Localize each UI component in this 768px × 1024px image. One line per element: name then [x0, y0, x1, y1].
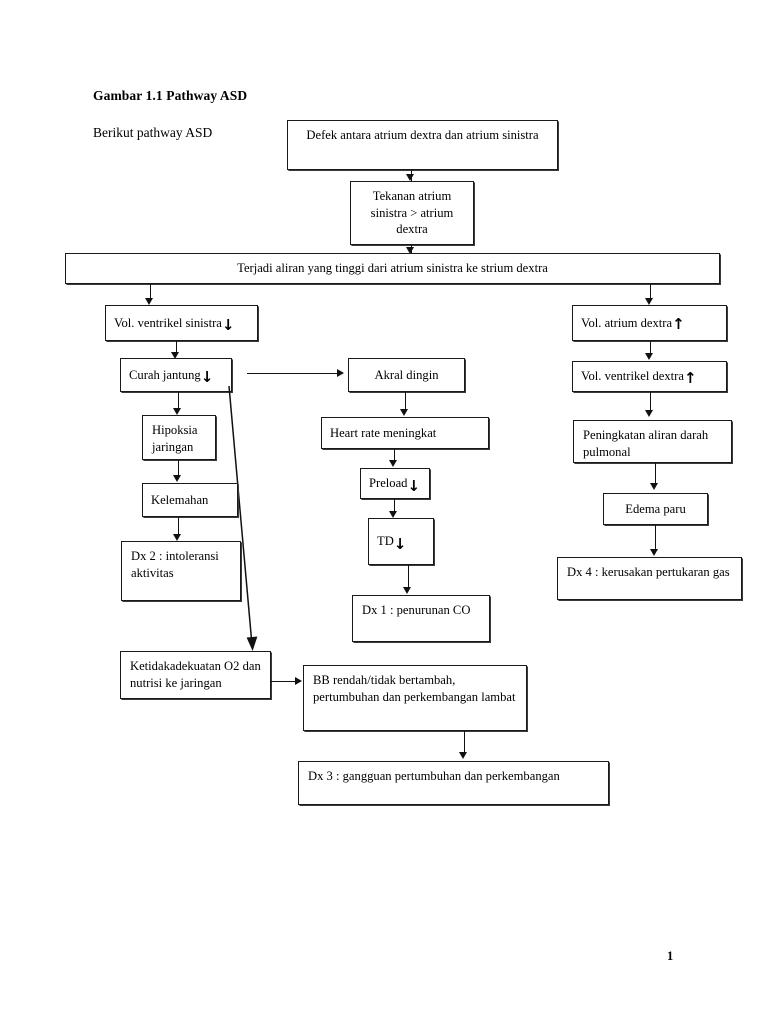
node-curah-jantung: Curah jantung ↓: [120, 358, 232, 392]
connector-kelemahan-to-dx2: [178, 517, 179, 536]
connector-aliran-to-vol-ventrikel-sinistra: [150, 284, 151, 300]
node-akral-dingin: Akral dingin: [348, 358, 465, 392]
node-vol-atrium-dextra-text: Vol. atrium dextra: [581, 315, 673, 330]
lead-text: Berikut pathway ASD: [93, 125, 213, 140]
node-edema-paru-label: Edema paru: [625, 501, 686, 516]
connector-peningkatan-to-edema: [655, 463, 656, 485]
node-vol-ventrikel-dextra-label: Vol. ventrikel dextra ↑: [581, 368, 697, 387]
arrowhead-preload-to-td: [389, 511, 397, 518]
node-ketidakadekuatan: Ketidakadekuatan O2 dan nutrisi ke jarin…: [120, 651, 271, 699]
arrowhead-curah-to-akral: [337, 368, 344, 377]
arrowhead-heartrate-to-preload: [389, 460, 397, 467]
connector-curah-to-akral: [247, 373, 339, 374]
node-dx4: Dx 4 : kerusakan pertukaran gas: [557, 557, 742, 600]
connector-curah-to-hipoksia: [178, 392, 179, 410]
node-td-text: TD: [377, 534, 394, 549]
node-defek-label: Defek antara atrium dextra dan atrium si…: [306, 128, 539, 142]
arrowhead-curah-to-hipoksia: [173, 408, 181, 415]
node-kelemahan: Kelemahan: [142, 483, 238, 517]
node-vol-ventrikel-dextra-text: Vol. ventrikel dextra: [581, 369, 684, 384]
node-preload-label: Preload ↓: [369, 476, 421, 495]
node-dx3-label: Dx 3 : gangguan pertumbuhan dan perkemba…: [308, 769, 560, 783]
node-dx2-label: Dx 2 : intoleransi aktivitas: [131, 549, 219, 580]
figure-heading: Gambar 1.1 Pathway ASD: [93, 88, 248, 103]
node-curah-jantung-text: Curah jantung: [129, 367, 201, 382]
node-tekanan-label: Tekanan atrium sinistra > atrium dextra: [370, 189, 454, 237]
node-akral-dingin-label: Akral dingin: [374, 367, 439, 382]
node-preload: Preload ↓: [360, 468, 430, 499]
node-vol-atrium-dextra-label: Vol. atrium dextra ↑: [581, 315, 685, 333]
node-bb-rendah-label: BB rendah/tidak bertambah, pertumbuhan d…: [313, 673, 516, 704]
node-vol-atrium-dextra: Vol. atrium dextra ↑: [572, 305, 727, 341]
arrowhead-bb-to-dx3: [459, 752, 467, 759]
connector-akral-to-heartrate: [405, 392, 406, 411]
node-peningkatan-aliran: Peningkatan aliran darah pulmonal: [573, 420, 732, 463]
node-vol-ventrikel-sinistra: Vol. ventrikel sinistra↓: [105, 305, 258, 341]
connector-aliran-to-vol-atrium-dextra: [650, 284, 651, 300]
arrowhead-kelemahan-to-dx2: [173, 534, 181, 541]
connector-volvs-to-curah: [176, 341, 177, 354]
node-td-label: TD ↓: [377, 534, 407, 553]
node-bb-rendah: BB rendah/tidak bertambah, pertumbuhan d…: [303, 665, 527, 731]
connector-heartrate-to-preload: [394, 449, 395, 462]
node-aliran: Terjadi aliran yang tinggi dari atrium s…: [65, 253, 720, 284]
node-curah-jantung-label: Curah jantung ↓: [129, 367, 214, 386]
node-edema-paru: Edema paru: [603, 493, 708, 525]
node-kelemahan-label: Kelemahan: [151, 492, 209, 507]
connector-td-to-dx1: [408, 565, 409, 589]
arrowhead-volvs-to-curah: [171, 352, 179, 359]
node-vol-ventrikel-dextra: Vol. ventrikel dextra ↑: [572, 361, 727, 392]
node-heart-rate: Heart rate meningkat: [321, 417, 489, 449]
node-hipoksia-label: Hipoksia jaringan: [152, 423, 198, 454]
connector-volad-to-volvd: [650, 341, 651, 355]
node-dx1: Dx 1 : penurunan CO: [352, 595, 490, 642]
arrowhead-edema-to-dx4: [650, 549, 658, 556]
node-td: TD ↓: [368, 518, 434, 565]
arrowhead-td-to-dx1: [403, 587, 411, 594]
node-vol-ventrikel-sinistra-text: Vol. ventrikel sinistra: [114, 315, 222, 330]
arrowhead-peningkatan-to-edema: [650, 483, 658, 490]
node-dx3: Dx 3 : gangguan pertumbuhan dan perkemba…: [298, 761, 609, 805]
node-ketidakadekuatan-label: Ketidakadekuatan O2 dan nutrisi ke jarin…: [130, 659, 261, 690]
arrowhead-akral-to-heartrate: [400, 409, 408, 416]
arrowhead-ketidakadekuatan-to-bb: [295, 676, 302, 685]
node-aliran-label: Terjadi aliran yang tinggi dari atrium s…: [237, 261, 548, 276]
node-peningkatan-aliran-label: Peningkatan aliran darah pulmonal: [583, 428, 709, 459]
connector-edema-to-dx4: [655, 525, 656, 551]
node-preload-text: Preload: [369, 476, 408, 491]
connector-hipoksia-to-kelemahan: [178, 460, 179, 477]
arrowhead-defek-to-tekanan: [406, 174, 414, 181]
arrowhead-tekanan-to-aliran: [406, 247, 414, 254]
arrowhead-hipoksia-to-kelemahan: [173, 475, 181, 482]
node-dx4-label: Dx 4 : kerusakan pertukaran gas: [567, 565, 730, 579]
node-hipoksia: Hipoksia jaringan: [142, 415, 216, 460]
node-dx2: Dx 2 : intoleransi aktivitas: [121, 541, 241, 601]
node-heart-rate-label: Heart rate meningkat: [330, 425, 437, 440]
node-defek: Defek antara atrium dextra dan atrium si…: [287, 120, 558, 170]
connector-ketidakadekuatan-to-bb: [271, 681, 297, 682]
arrowhead-volvd-to-peningkatan: [645, 410, 653, 417]
node-vol-ventrikel-sinistra-label: Vol. ventrikel sinistra↓: [114, 315, 235, 334]
page-number: 1: [667, 949, 674, 963]
arrowhead-aliran-to-vol-ventrikel-sinistra: [145, 298, 153, 305]
node-dx1-label: Dx 1 : penurunan CO: [362, 603, 471, 617]
arrowhead-aliran-to-vol-atrium-dextra: [645, 298, 653, 305]
connector-volvd-to-peningkatan: [650, 392, 651, 412]
connector-preload-to-td: [394, 499, 395, 513]
connector-bb-to-dx3: [464, 731, 465, 755]
node-tekanan: Tekanan atrium sinistra > atrium dextra: [350, 181, 474, 245]
arrowhead-volad-to-volvd: [645, 353, 653, 360]
